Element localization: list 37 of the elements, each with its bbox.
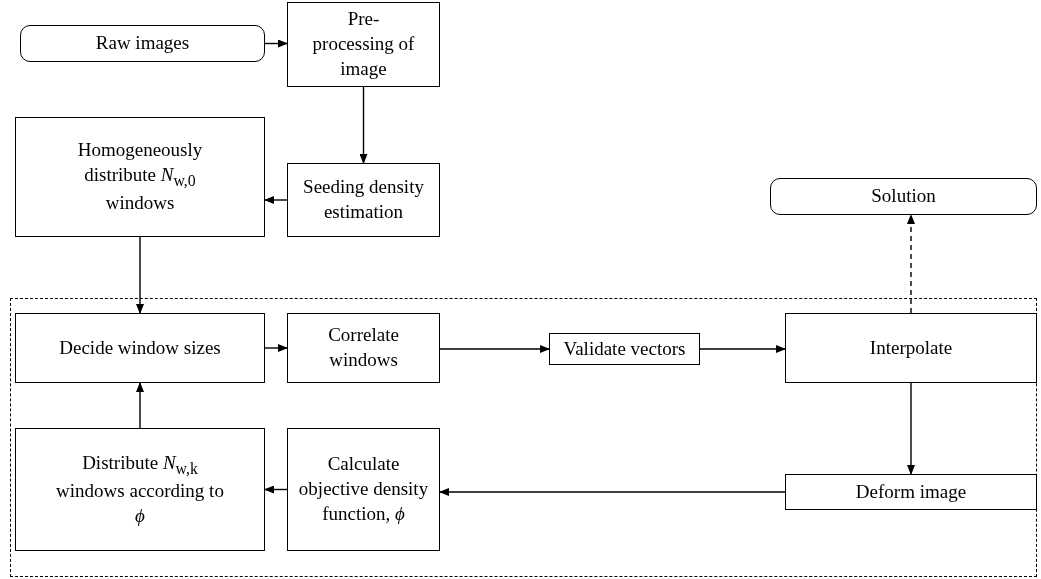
box-label: Calculate objective density function, ϕ — [297, 452, 430, 526]
process-box — [287, 428, 440, 551]
process-box — [287, 313, 440, 383]
process-box — [15, 428, 265, 551]
box-label: Validate vectors — [563, 336, 686, 361]
dashed-group-frame — [10, 298, 1037, 577]
box-label: Solution — [871, 184, 936, 209]
box-label: Deform image — [855, 479, 967, 504]
arrow — [264, 485, 288, 494]
process-box — [785, 474, 1037, 510]
terminal-box — [770, 178, 1037, 215]
box-label: Pre-processing of image — [311, 7, 416, 81]
box-label: Raw images — [95, 31, 190, 56]
arrow — [907, 214, 915, 314]
box-label: Homogeneously distribute N$_{w,0}$ windows — [76, 138, 204, 216]
process-box — [287, 2, 440, 87]
arrow — [136, 382, 144, 429]
box-label: Distribute N$_{w,k}$ windows according to ϕ — [56, 450, 224, 528]
process-box — [287, 163, 440, 237]
box-label: Correlate windows — [327, 323, 400, 372]
box-label: Interpolate — [869, 335, 953, 360]
arrow — [264, 344, 288, 352]
process-box — [15, 313, 265, 383]
arrow — [907, 382, 915, 475]
process-box — [15, 117, 265, 237]
arrow — [264, 196, 288, 204]
arrow — [359, 86, 368, 164]
process-box — [785, 313, 1037, 383]
arrow — [699, 345, 786, 353]
process-box — [549, 333, 700, 365]
arrow — [439, 488, 786, 496]
box-label: Decide window sizes — [59, 335, 221, 360]
arrow — [264, 39, 288, 48]
arrow — [439, 345, 550, 353]
terminal-box — [20, 25, 265, 62]
arrow — [136, 236, 144, 314]
box-label: Seeding density estimation — [302, 175, 425, 224]
